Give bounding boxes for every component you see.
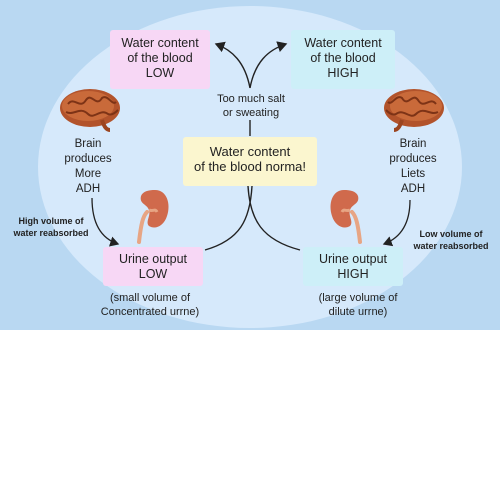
brain-icon — [60, 89, 120, 132]
box-urine-high: Urine output HIGH — [303, 247, 403, 286]
reabsorb-low-label: Low volume of water reabsorbed — [404, 228, 498, 252]
brain-left-line2: produces — [64, 153, 112, 165]
box-water-normal-line2: of the blood norma! — [193, 159, 307, 174]
reabsorb-high-line1: High volume of — [18, 216, 84, 226]
arrow-to-low — [214, 41, 251, 89]
kidney-icon — [330, 190, 362, 244]
box-water-low-line3: LOW — [145, 66, 175, 80]
reabsorb-low-line2: water reabsorbed — [413, 241, 489, 251]
reabsorb-low-line1: Low volume of — [419, 229, 483, 239]
urine-low-note: (small volume of Concentrated urrne) — [85, 291, 215, 319]
box-urine-low-line1: Urine output — [118, 252, 188, 266]
box-urine-low-line2: LOW — [138, 267, 168, 281]
reabsorb-high-line2: water reabsorbed — [13, 228, 89, 238]
brain-right-line1: Brain — [399, 138, 427, 150]
reabsorb-high-label: High volume of water reabsorbed — [4, 215, 98, 239]
kidney-icon — [137, 190, 169, 244]
arrows-layer — [91, 41, 411, 251]
box-water-high-line3: HIGH — [327, 66, 359, 80]
box-urine-high-line1: Urine output — [318, 252, 388, 266]
brain-left-line1: Brain — [74, 138, 102, 150]
brain-right-label: Brain produces Liets ADH — [377, 137, 449, 197]
brain-left-line3: More — [74, 168, 102, 180]
urine-low-note-line1: (small volume of — [109, 292, 191, 304]
brain-right-line2: produces — [389, 153, 437, 165]
urine-high-note: (large volume of dilute urrne) — [298, 291, 418, 319]
box-water-high-line1: Water content — [304, 36, 382, 50]
box-urine-high-line2: HIGH — [337, 267, 369, 281]
brain-icon — [384, 89, 444, 132]
curve-normal-to-urine-high — [247, 185, 301, 251]
box-water-high-line2: of the blood — [310, 51, 376, 65]
arrow-to-high — [249, 41, 288, 89]
trigger-label: Too much salt or sweating — [196, 92, 306, 120]
urine-high-note-line2: dilute urrne) — [328, 306, 388, 318]
urine-low-note-line2: Concentrated urrne) — [100, 306, 200, 318]
box-urine-low: Urine output LOW — [103, 247, 203, 286]
box-water-low: Water content of the blood LOW — [110, 30, 210, 89]
box-water-normal-line1: Water content — [209, 144, 291, 159]
urine-high-note-line1: (large volume of — [318, 292, 398, 304]
brain-left-line4: ADH — [75, 183, 101, 195]
box-water-low-line1: Water content — [121, 36, 199, 50]
brain-right-line4: ADH — [400, 183, 426, 195]
brain-left-label: Brain produces More ADH — [52, 137, 124, 197]
arrow-right-reabsorb — [382, 199, 411, 247]
box-water-low-line2: of the blood — [127, 51, 193, 65]
curve-normal-to-urine-low — [204, 185, 253, 251]
trigger-line2: or sweating — [222, 107, 280, 119]
box-water-normal: Water content of the blood norma! — [183, 137, 317, 186]
arrow-left-reabsorb — [91, 197, 120, 247]
brain-right-line3: Liets — [400, 168, 426, 180]
box-water-high: Water content of the blood HIGH — [291, 30, 395, 89]
trigger-line1: Too much salt — [217, 93, 285, 105]
